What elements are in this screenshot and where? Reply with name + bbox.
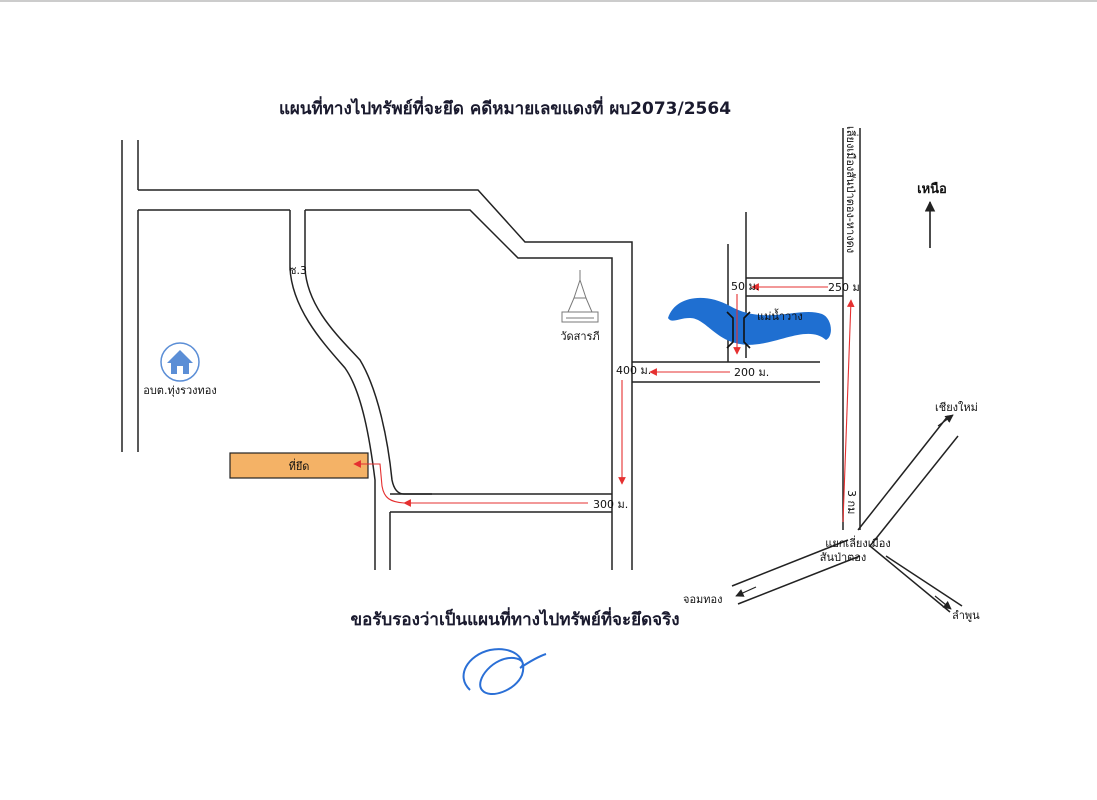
distance-300m: 300 ม. xyxy=(593,498,628,511)
map-title: แผนที่ทางไปทรัพย์ที่จะยึด คดีหมายเลขแดงท… xyxy=(279,96,731,119)
certification-text: ขอรับรองว่าเป็นแผนที่ทางไปทรัพย์ที่จะยึด… xyxy=(350,607,679,630)
route-arrow-3km xyxy=(842,299,855,523)
distance-50m: 50 ม. xyxy=(731,280,759,293)
chomthong-label: จอมทอง xyxy=(683,593,723,606)
distance-400m: 400 ม. xyxy=(616,364,651,377)
target-label: ที่ยึด xyxy=(289,458,310,473)
junction-label-line1: แยกเลี่ยงเมือง xyxy=(825,535,891,550)
distance-200m: 200 ม. xyxy=(734,366,769,379)
lamphun-label: ลำพูน xyxy=(952,609,980,622)
river-label: แม่น้ำวาง xyxy=(757,308,803,323)
office-label: อบต.ทุ่งรวงทอง xyxy=(143,384,217,397)
signature-icon xyxy=(462,648,547,695)
home-icon xyxy=(160,342,200,382)
distance-250m: 250 ม xyxy=(828,281,860,294)
north-label: เหนือ xyxy=(917,181,947,197)
target-parcel xyxy=(229,452,369,479)
bridge-icon xyxy=(726,311,751,349)
soi-label: ซ.3 xyxy=(289,264,307,277)
distance-3km: 3 กม xyxy=(845,490,858,514)
route-arrows xyxy=(353,283,855,523)
arrow-to-chomthong xyxy=(735,586,757,597)
river xyxy=(668,297,831,345)
junction-label-line2: สันป่าตอง xyxy=(820,551,867,564)
arrow-to-chiangmai xyxy=(937,414,954,427)
bypass-road-label: เลี่ยงเมืองสันป่าตอง-หางดง xyxy=(844,126,859,253)
arrow-to-lamphun xyxy=(934,595,952,610)
chiangmai-label: เชียงใหม่ xyxy=(935,401,978,414)
temple-label: วัดสารภี xyxy=(560,330,599,343)
temple-icon xyxy=(561,270,599,323)
roads xyxy=(121,128,963,613)
route-arrow-to-target xyxy=(353,460,405,504)
